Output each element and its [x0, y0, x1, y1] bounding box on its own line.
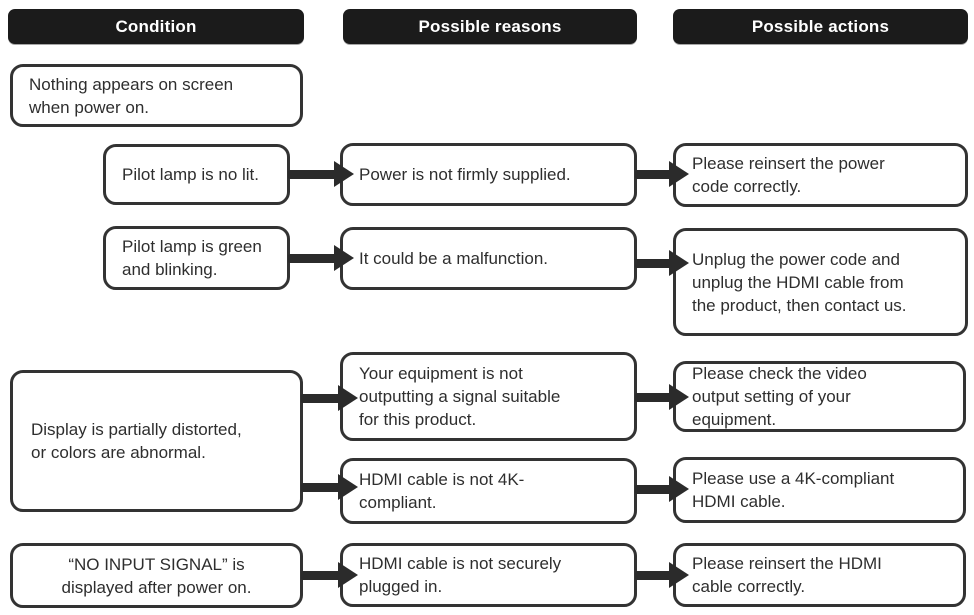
action-box-reinsert-power: Please reinsert the power code correctly…: [673, 143, 968, 207]
reason-text: Your equipment is not outputting a signa…: [359, 364, 561, 429]
condition-box-nothing-appears: Nothing appears on screen when power on.: [10, 64, 303, 127]
arrow-right-icon: [635, 250, 689, 276]
action-text: Please check the video output setting of…: [692, 364, 867, 429]
arrow-right-icon: [288, 161, 354, 187]
action-box-reinsert-hdmi: Please reinsert the HDMI cable correctly…: [673, 543, 966, 607]
arrow-right-icon: [635, 161, 689, 187]
condition-box-pilot-lamp-green: Pilot lamp is green and blinking.: [103, 226, 290, 290]
arrow-right-icon: [301, 562, 358, 588]
reason-box-not-4k-compliant: HDMI cable is not 4K- compliant.: [340, 458, 637, 524]
column-header-possible-reasons: Possible reasons: [343, 9, 637, 44]
action-text: Unplug the power code and unplug the HDM…: [692, 249, 907, 315]
arrow-right-icon: [635, 384, 689, 410]
condition-text: Pilot lamp is no lit.: [122, 165, 259, 184]
action-text: Please reinsert the power code correctly…: [692, 154, 885, 196]
condition-box-display-distorted: Display is partially distorted, or color…: [10, 370, 303, 512]
action-box-unplug-contact-us: Unplug the power code and unplug the HDM…: [673, 228, 968, 336]
condition-box-pilot-lamp-no-lit: Pilot lamp is no lit.: [103, 144, 290, 205]
arrow-right-icon: [635, 562, 689, 588]
action-text: Please reinsert the HDMI cable correctly…: [692, 554, 882, 596]
condition-text: Display is partially distorted, or color…: [31, 420, 242, 462]
action-box-check-video-output: Please check the video output setting of…: [673, 361, 966, 432]
column-header-condition: Condition: [8, 9, 304, 44]
condition-text: Pilot lamp is green and blinking.: [122, 237, 262, 279]
reason-text: It could be a malfunction.: [359, 249, 549, 268]
reason-box-malfunction: It could be a malfunction.: [340, 227, 637, 290]
condition-box-no-input-signal: “NO INPUT SIGNAL” is displayed after pow…: [10, 543, 303, 608]
reason-text: HDMI cable is not securely plugged in.: [359, 554, 562, 596]
arrow-right-icon: [635, 476, 689, 502]
reason-box-power-not-supplied: Power is not firmly supplied.: [340, 143, 637, 206]
action-text: Please use a 4K-compliant HDMI cable.: [692, 469, 895, 511]
arrow-right-icon: [301, 474, 358, 500]
column-header-possible-actions: Possible actions: [673, 9, 968, 44]
condition-text: “NO INPUT SIGNAL” is displayed after pow…: [61, 554, 252, 597]
reason-text: Power is not firmly supplied.: [359, 165, 571, 184]
reason-text: HDMI cable is not 4K- compliant.: [359, 470, 525, 512]
arrow-right-icon: [288, 245, 354, 271]
condition-text: Nothing appears on screen when power on.: [29, 74, 234, 117]
reason-box-cable-not-plugged: HDMI cable is not securely plugged in.: [340, 543, 637, 607]
reason-box-signal-not-suitable: Your equipment is not outputting a signa…: [340, 352, 637, 441]
arrow-right-icon: [301, 385, 358, 411]
action-box-use-4k-cable: Please use a 4K-compliant HDMI cable.: [673, 457, 966, 523]
